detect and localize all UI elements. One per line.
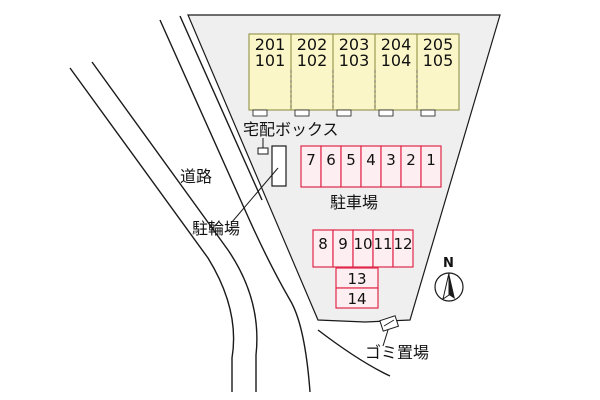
parking-slot-number: 12 [393, 235, 412, 253]
bicycle-parking-leader [231, 167, 279, 223]
unit-lower-number: 105 [423, 51, 454, 70]
parking-slot-number: 2 [406, 151, 416, 169]
balcony [420, 109, 436, 117]
garbage-marker [379, 315, 400, 347]
parking-slot-number: 3 [386, 151, 396, 169]
parking-slot-number: 4 [366, 151, 376, 169]
north-arrow: N [434, 256, 464, 302]
road-edge-outer-left [69, 67, 235, 392]
road-edge-inner-left [91, 61, 258, 392]
parking-slot-number: 1 [426, 151, 436, 169]
balcony [378, 109, 394, 117]
road-edge-bottom [317, 329, 391, 377]
road-edge-outer-right [159, 19, 311, 393]
unit-lower-number: 104 [381, 51, 412, 70]
road-label: 道路 [180, 167, 212, 186]
road-edge-inner-right [179, 15, 263, 201]
unit-lower-number: 103 [339, 51, 370, 70]
delivery-box-label: 宅配ボックス [243, 120, 339, 139]
parking-slot-number: 11 [373, 235, 392, 253]
delivery-box-marker [257, 138, 269, 155]
north-label: N [443, 256, 454, 271]
parking-slot [420, 145, 442, 188]
unit-lower-number: 101 [255, 51, 286, 70]
road-lines [69, 15, 391, 393]
balcony [336, 109, 352, 117]
parking-slot-number: 6 [326, 151, 336, 169]
parking-slot-stack-number: 13 [347, 270, 366, 288]
bicycle-parking-label: 駐輪場 [192, 219, 240, 238]
unit-upper-number: 202 [297, 35, 328, 54]
parking-slot [392, 229, 414, 268]
building-unit [248, 33, 292, 111]
unit-lower-number: 102 [297, 51, 328, 70]
parking-slot-number: 8 [318, 235, 328, 253]
parking-slot-number: 9 [338, 235, 348, 253]
unit-upper-number: 203 [339, 35, 370, 54]
bicycle-parking-rect [271, 145, 287, 187]
parking-slot-stack-number: 14 [347, 290, 366, 308]
unit-upper-number: 205 [423, 35, 454, 54]
parking-slot-number: 7 [306, 151, 316, 169]
balcony [252, 109, 268, 117]
garbage-label: ゴミ置場 [365, 343, 429, 362]
parking-slot-number: 5 [346, 151, 356, 169]
building-unit [374, 33, 418, 111]
balcony [294, 109, 310, 117]
parking-slot-number: 10 [353, 235, 372, 253]
unit-upper-number: 201 [255, 35, 286, 54]
unit-upper-number: 204 [381, 35, 412, 54]
car-parking-label: 駐車場 [330, 193, 378, 212]
parking-slot-stack [335, 287, 379, 309]
